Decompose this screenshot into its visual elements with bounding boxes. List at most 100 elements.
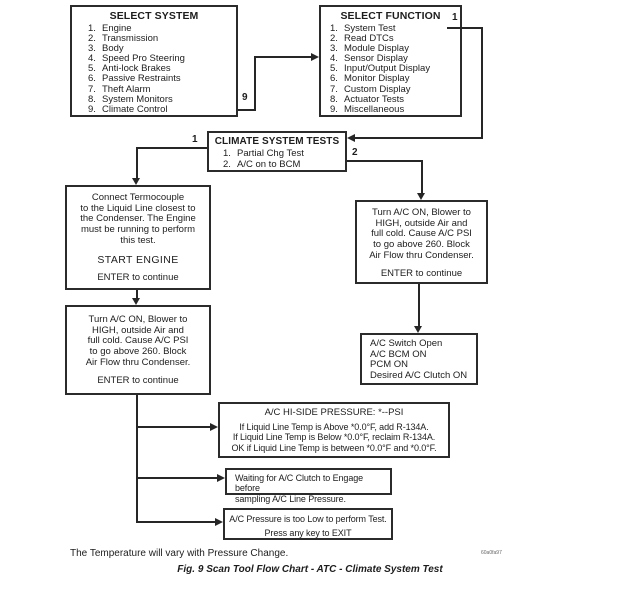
connector-line <box>136 395 138 523</box>
connector-line <box>447 27 483 29</box>
figure-caption: Fig. 9 Scan Tool Flow Chart - ATC - Clim… <box>177 564 443 575</box>
item-number: 1. <box>330 23 338 34</box>
select-system-title: SELECT SYSTEM <box>109 10 199 22</box>
item-number: 3. <box>330 43 338 55</box>
hi-side-pressure-title: A/C HI-SIDE PRESSURE: *--PSI <box>264 407 404 418</box>
item-label: Theft Alarm <box>102 83 151 95</box>
connector-line <box>136 290 138 298</box>
item-label: Miscellaneous <box>344 103 405 115</box>
list-item: 1. System Test <box>330 23 460 34</box>
list-item: 4.Speed Pro Steering <box>88 54 236 64</box>
item-number: 2. <box>223 158 231 170</box>
connector-line <box>355 137 483 139</box>
enter-prompt: ENTER to continue <box>97 374 179 386</box>
list-item: 9.Climate Control <box>88 103 236 115</box>
item-number: 5. <box>330 63 338 75</box>
waiting-clutch-box: Waiting for A/C Clutch to Engage before … <box>225 468 392 504</box>
box-text-line: the Condenser. The Engine <box>80 213 196 225</box>
connector-line <box>138 521 215 523</box>
arrow-down-icon <box>132 298 140 305</box>
hi-side-pressure-box: A/C HI-SIDE PRESSURE: *--PSI If Liquid L… <box>218 402 450 458</box>
list-item: 5. Input/Output Display <box>330 64 460 74</box>
item-label: Sensor Display <box>344 53 408 65</box>
list-item: 2. Read DTCs <box>330 33 460 45</box>
item-label: Passive Restraints <box>102 73 181 85</box>
list-item: 9. Miscellaneous <box>330 103 460 115</box>
select-function-box: SELECT FUNCTION 1. System Test 2. Read DTC… <box>319 5 462 117</box>
connector-line <box>138 477 217 479</box>
start-engine-text: START ENGINE <box>97 253 179 266</box>
box-text-line: Turn A/C ON, Blower to <box>372 207 471 218</box>
box-text-line: Press any key to EXIT <box>264 528 352 539</box>
item-label: Body <box>102 43 124 55</box>
list-item: 3.Body <box>88 44 236 54</box>
connector-line <box>238 109 256 111</box>
item-label: Read DTCs <box>344 33 394 45</box>
select-system-list: 1.Engine 2. Transmission 3.Body 4.Speed P… <box>72 23 236 115</box>
connector-line <box>254 56 256 111</box>
item-number: 8. <box>330 93 338 105</box>
list-item: 2. Transmission <box>88 33 236 45</box>
enter-prompt: ENTER to continue <box>97 272 179 284</box>
connector-label-9: 9 <box>241 92 249 103</box>
item-label: Monitor Display <box>344 73 410 85</box>
item-number: 8. <box>88 93 96 105</box>
arrow-down-icon <box>414 326 422 333</box>
item-number: 5. <box>88 63 96 75</box>
item-label: A/C on to BCM <box>237 158 301 170</box>
arrow-right-icon <box>215 518 223 526</box>
box-text-line: to go above 260. Block <box>89 346 187 358</box>
box-text-line: full cold. Cause A/C PSI <box>87 335 189 347</box>
connector-line <box>138 426 210 428</box>
item-label: System Test <box>344 23 396 34</box>
climate-system-tests-title: CLIMATE SYSTEM TESTS <box>214 136 340 147</box>
item-label: Transmission <box>102 33 159 45</box>
box-text-line: to go above 260. Block <box>373 239 470 251</box>
box-text-line: must be running to perform <box>80 224 196 236</box>
item-label: System Monitors <box>102 93 173 105</box>
arrow-left-icon <box>347 134 355 142</box>
box-text-line: Air Flow thru Condenser. <box>369 249 474 261</box>
list-item: 1.Engine <box>88 23 236 34</box>
arrow-right-icon <box>217 474 225 482</box>
climate-tests-list: 1.Partial Chg Test 2.A/C on to BCM <box>209 148 345 171</box>
turn-ac-on-right-box: Turn A/C ON, Blower to HIGH, outside Air… <box>355 200 488 284</box>
status-line: A/C BCM ON <box>370 348 427 360</box>
item-number: 2. <box>330 33 338 45</box>
list-item: 2. A/C on to BCM <box>223 158 345 171</box>
item-number: 6. <box>330 73 338 85</box>
box-text-line: sampling A/C Line Pressure. <box>235 493 346 504</box>
box-text-line: A/C Pressure is too Low to perform Test. <box>229 514 387 524</box>
connector-line <box>481 27 483 139</box>
connector-line <box>421 160 423 193</box>
connect-thermocouple-box: Connect Termocouple to the Liquid Line c… <box>65 185 211 290</box>
graphic-id: 60a0fa97 <box>481 550 502 556</box>
item-label: Input/Output Display <box>344 63 431 75</box>
arrow-right-icon <box>311 53 319 61</box>
item-label: Anti-lock Brakes <box>102 63 171 75</box>
item-number: 6. <box>88 73 96 85</box>
connector-line <box>137 147 207 149</box>
select-function-title: SELECT FUNCTION <box>340 10 441 22</box>
enter-prompt: ENTER to continue <box>380 267 463 279</box>
arrow-right-icon <box>210 423 218 431</box>
list-item: 4.Sensor Display <box>330 54 460 64</box>
box-text-line: this test. <box>120 234 156 246</box>
item-label: Climate Control <box>102 103 168 115</box>
box-text-line: HIGH, outside Air and <box>92 324 184 336</box>
item-number: 9. <box>330 103 338 115</box>
box-text-line: Waiting for A/C Clutch to Engage before <box>235 473 364 494</box>
connector-line <box>418 284 420 326</box>
item-number: 2. <box>88 33 96 45</box>
box-text-line: If Liquid Line Temp is Below *0.0°F, rec… <box>232 432 436 443</box>
arrow-down-icon <box>132 178 140 185</box>
select-function-list: 1.System Test 2.Read DTCs 3.Module Displ… <box>321 23 460 115</box>
list-item: 8. System Monitors <box>88 93 236 105</box>
list-item: 7.Theft Alarm <box>88 83 236 95</box>
footnote: The Temperature will vary with Pressure … <box>70 548 289 559</box>
box-text-line: Connect Termocouple <box>91 192 185 203</box>
connector-line <box>347 160 423 162</box>
item-label: Speed Pro Steering <box>102 53 185 65</box>
status-line: PCM ON <box>370 359 408 371</box>
arrow-down-icon <box>417 193 425 200</box>
